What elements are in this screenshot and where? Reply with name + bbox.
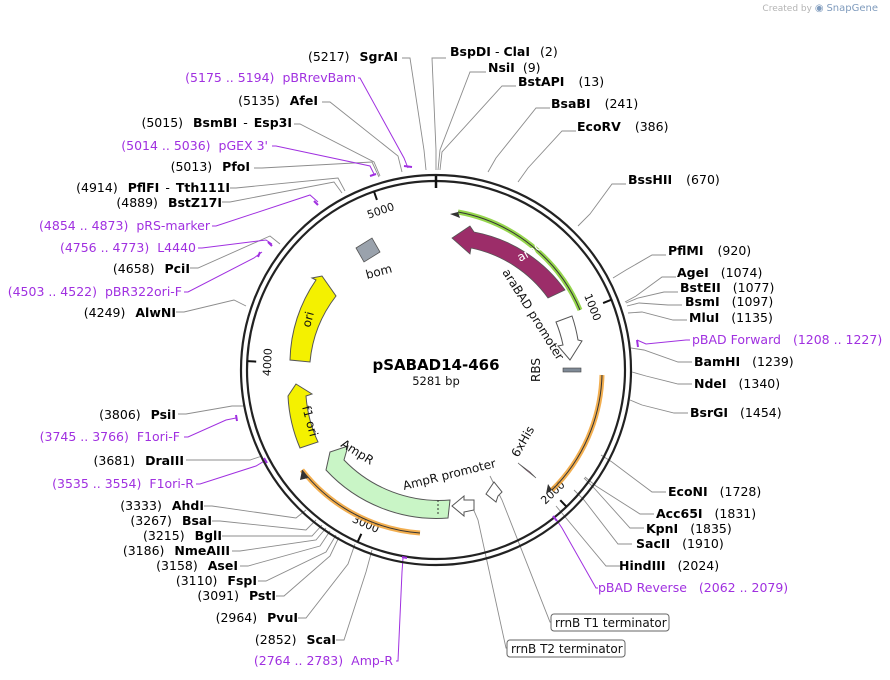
feature-label-6xHis: 6xHis (508, 424, 537, 460)
feature-label-bom: bom (364, 261, 393, 281)
enzyme-AgeI[interactable]: AgeI(1074) (677, 265, 762, 280)
enzyme-PflFI[interactable]: (4914)PflFI-Tth111I (76, 180, 230, 195)
feature-label-RBS: RBS (529, 358, 543, 382)
enzyme-BglI[interactable]: (3215)BglI (143, 528, 222, 543)
primer-Amp-R[interactable]: (2764 .. 2783)Amp-R (254, 653, 393, 668)
primer-pGEX3[interactable]: (5014 .. 5036)pGEX 3' (121, 138, 268, 153)
plasmid-name: pSABAD14-466 (372, 356, 499, 374)
enzyme-AhdI[interactable]: (3333)AhdI (120, 498, 204, 513)
enzyme-HindIII[interactable]: HindIII(2024) (619, 558, 719, 573)
snapgene-watermark: Created by ◉ SnapGene (762, 3, 878, 14)
feature-label-ori: ori (299, 310, 317, 329)
enzyme-NmeAIII[interactable]: (3186)NmeAIII (123, 543, 230, 558)
ring-tick-label: 1000 (581, 292, 603, 323)
enzyme-AseI[interactable]: (3158)AseI (156, 558, 238, 573)
enzyme-BsmI[interactable]: BsmI(1097) (685, 294, 773, 309)
primer-pBR322ori-F[interactable]: (4503 .. 4522)pBR322ori-F (8, 284, 182, 299)
enzyme-labels-left: (5217)SgrAI (5135)AfeI (5015)BsmBI-Esp3I… (76, 49, 398, 647)
enzyme-MluI[interactable]: MluI(1135) (689, 310, 773, 325)
enzyme-BssHII[interactable]: BssHII(670) (628, 172, 720, 187)
enzyme-BsmBI[interactable]: (5015)BsmBI-Esp3I (141, 115, 292, 130)
primer-pRS-marker[interactable]: (4854 .. 4873)pRS-marker (39, 218, 211, 233)
brand-name: SnapGene (826, 3, 878, 14)
terminator-rrnB-T1[interactable]: rrnB T1 terminator (550, 613, 670, 632)
enzyme-NdeI[interactable]: NdeI(1340) (694, 376, 780, 391)
plasmid-size: 5281 bp (412, 374, 460, 388)
enzyme-KpnI[interactable]: KpnI(1835) (646, 521, 732, 536)
enzyme-PflMI[interactable]: PflMI(920) (668, 243, 751, 258)
orange-arrow-head-icon (546, 484, 552, 494)
primer-F1ori-R[interactable]: (3535 .. 3554)F1ori-R (52, 476, 194, 491)
enzyme-BsaI[interactable]: (3267)BsaI (130, 513, 212, 528)
enzyme-FspI[interactable]: (3110)FspI (176, 573, 257, 588)
backbone (239, 173, 633, 567)
enzyme-EcoRV[interactable]: EcoRV(386) (577, 119, 668, 134)
feature-f1-ori[interactable]: f1 ori (287, 383, 321, 449)
enzyme-SgrAI[interactable]: (5217)SgrAI (308, 49, 398, 64)
created-by-text: Created by (762, 4, 812, 14)
enzyme-NsiI[interactable]: NsiI(9) (488, 60, 541, 75)
enzyme-PciI[interactable]: (4658)PciI (113, 261, 190, 276)
ring-tick-label: 4000 (261, 348, 275, 377)
ring-tick-mark (373, 191, 378, 201)
enzyme-BstZ17I[interactable]: (4889)BstZ17I (116, 195, 222, 210)
terminator-label-T1: rrnB T1 terminator (555, 616, 667, 630)
feature-highlights (300, 209, 605, 536)
enzyme-BstAPI[interactable]: BstAPI(13) (518, 74, 604, 89)
enzyme-BsrGI[interactable]: BsrGI(1454) (690, 405, 782, 420)
enzyme-BamHI[interactable]: BamHI(1239) (694, 354, 794, 369)
enzyme-PsiI[interactable]: (3806)PsiI (99, 407, 176, 422)
feature-ori[interactable]: ori (289, 275, 337, 363)
orange-arrow-head-left-icon (300, 470, 308, 480)
primer-marks (235, 165, 639, 559)
feature-bom[interactable]: bom (355, 237, 394, 282)
enzyme-BspDI[interactable]: BspDI-ClaI(2) (450, 44, 558, 59)
ring-tick-label: 5000 (365, 200, 396, 221)
enzyme-DraIII[interactable]: (3681)DraIII (93, 453, 184, 468)
feature-RBS[interactable]: RBS (529, 358, 582, 382)
primer-pBAD-Forward[interactable]: pBAD Forward(1208 .. 1227) (692, 332, 882, 347)
enzyme-AfeI[interactable]: (5135)AfeI (238, 93, 318, 108)
ring-tick-mark (559, 499, 568, 508)
green-arrow-head-icon (450, 212, 460, 218)
primer-F1ori-F[interactable]: (3745 .. 3766)F1ori-F (40, 429, 180, 444)
primer-L4440[interactable]: (4756 .. 4773)L4440 (60, 240, 196, 255)
feature-label-AmpR-promoter: AmpR promoter (401, 456, 497, 493)
enzyme-ScaI[interactable]: (2852)ScaI (255, 632, 336, 647)
ring-tick-mark (602, 298, 612, 304)
primer-pBAD-Reverse[interactable]: pBAD Reverse(2062 .. 2079) (598, 580, 788, 595)
ring-tick-mark (356, 533, 363, 543)
enzyme-EcoNI[interactable]: EcoNI(1728) (668, 484, 761, 499)
enzyme-BstEII[interactable]: BstEII(1077) (680, 280, 774, 295)
enzyme-labels-right: BspDI-ClaI(2) NsiI(9) BstAPI(13) BsaBI(2… (450, 44, 794, 573)
terminator-label-T2: rrnB T2 terminator (511, 642, 623, 656)
enzyme-PstI[interactable]: (3091)PstI (197, 588, 276, 603)
terminator-rrnB-T2[interactable]: rrnB T2 terminator (506, 639, 626, 658)
enzyme-BsaBI[interactable]: BsaBI(241) (551, 96, 638, 111)
primer-labels: (5175 .. 5194)pBRrevBam (5014 .. 5036)pG… (8, 70, 883, 668)
enzyme-AlwNI[interactable]: (4249)AlwNI (84, 305, 176, 320)
enzyme-PvuI[interactable]: (2964)PvuI (216, 610, 298, 625)
primer-pBRrevBam[interactable]: (5175 .. 5194)pBRrevBam (185, 70, 356, 85)
enzyme-SacII[interactable]: SacII(1910) (636, 536, 724, 551)
enzyme-PfoI[interactable]: (5013)PfoI (171, 159, 250, 174)
enzyme-Acc65I[interactable]: Acc65I(1831) (656, 506, 756, 521)
feature-6xHis[interactable]: 6xHis (508, 424, 537, 479)
snapgene-logo-icon: ◉ (814, 3, 824, 14)
